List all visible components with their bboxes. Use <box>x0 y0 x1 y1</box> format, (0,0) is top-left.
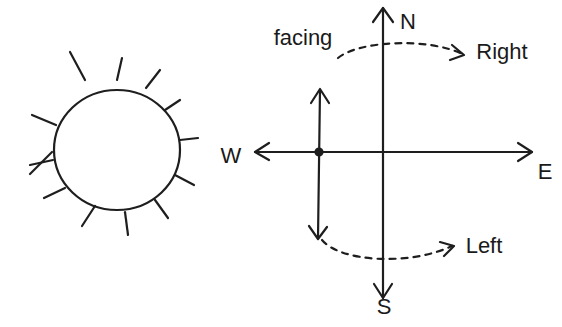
turn-left-curve <box>322 240 452 259</box>
sun-rays <box>30 52 198 235</box>
turn-right-curve <box>338 43 462 58</box>
facing-label: facing <box>274 26 333 50</box>
turn-right-head <box>450 45 464 60</box>
turn-left-head <box>440 242 454 256</box>
direction-label: Right <box>476 40 527 64</box>
compass-point: W <box>221 144 242 168</box>
compass-point: E <box>538 160 553 184</box>
direction-label: Left <box>466 234 503 258</box>
compass-point: N <box>400 10 416 34</box>
west-east-axis <box>255 143 532 161</box>
sun-disc <box>54 90 180 210</box>
compass-point: S <box>377 295 392 319</box>
facing-arrow <box>309 89 329 239</box>
